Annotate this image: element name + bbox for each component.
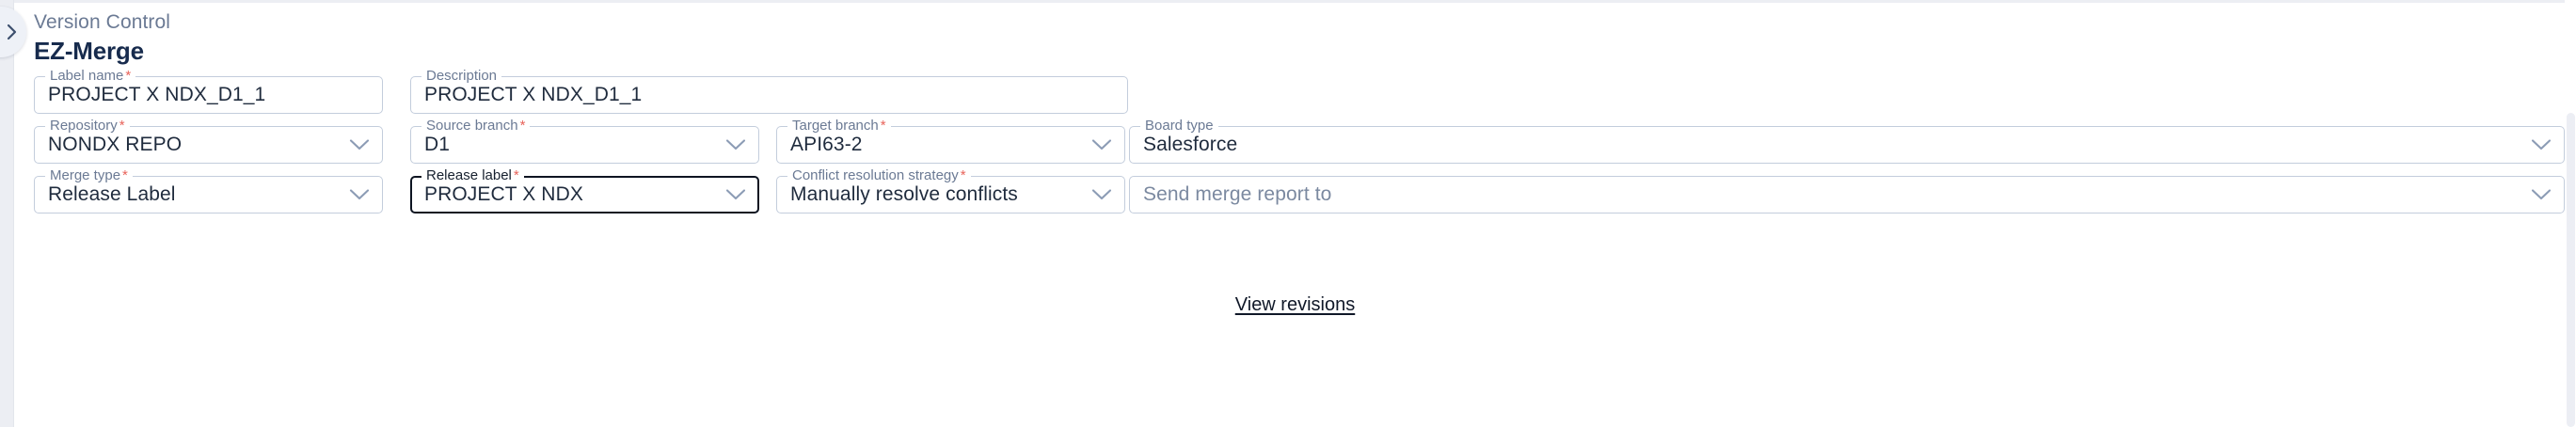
field-label: Target branch* <box>787 118 891 134</box>
field-conflict-resolution-strategy[interactable]: Conflict resolution strategy* Manually r… <box>776 167 1125 214</box>
chevron-down-icon[interactable] <box>724 176 747 214</box>
field-value[interactable]: NONDX REPO <box>48 134 183 155</box>
field-value[interactable]: PROJECT X NDX <box>424 183 583 205</box>
field-source-branch[interactable]: Source branch* D1 <box>410 118 759 164</box>
footer-links: View revisions <box>14 294 2576 316</box>
field-description[interactable]: Description PROJECT X NDX_D1_1 <box>410 68 1128 114</box>
field-label-text: Conflict resolution strategy <box>792 167 959 183</box>
field-label-text: Description <box>426 68 498 84</box>
field-label-text: Merge type <box>50 167 121 183</box>
scrollbar-thumb[interactable] <box>2567 113 2575 427</box>
top-divider <box>0 0 2576 3</box>
chevron-down-icon[interactable] <box>1090 126 1113 164</box>
field-label-text: Source branch <box>426 118 518 134</box>
chevron-down-icon[interactable] <box>348 126 371 164</box>
form-row-3: Merge type* Release Label Release label*… <box>14 167 2576 226</box>
required-marker: * <box>125 68 132 84</box>
required-marker: * <box>119 118 125 134</box>
page-body: Version Control EZ-Merge Label name* PRO… <box>14 3 2576 427</box>
field-merge-type[interactable]: Merge type* Release Label <box>34 167 383 214</box>
field-label-text: Release label <box>426 167 512 183</box>
vertical-scrollbar[interactable] <box>2565 0 2576 427</box>
field-repository[interactable]: Repository* NONDX REPO <box>34 118 383 164</box>
required-marker: * <box>122 167 128 183</box>
field-target-branch[interactable]: Target branch* API63-2 <box>776 118 1125 164</box>
required-marker: * <box>960 167 966 183</box>
field-label-text: Target branch <box>792 118 879 134</box>
field-value[interactable]: Salesforce <box>1143 134 1238 155</box>
chevron-down-icon[interactable] <box>724 126 747 164</box>
field-label: Repository* <box>45 118 130 134</box>
chevron-down-icon[interactable] <box>348 176 371 214</box>
field-label: Conflict resolution strategy* <box>787 167 971 183</box>
chevron-right-icon <box>6 23 20 41</box>
chevron-down-icon[interactable] <box>1090 176 1113 214</box>
field-value[interactable]: PROJECT X NDX_D1_1 <box>424 84 643 105</box>
field-value[interactable]: PROJECT X NDX_D1_1 <box>48 84 266 105</box>
field-placeholder[interactable]: Send merge report to <box>1143 183 1332 205</box>
form-row-2: Repository* NONDX REPO Source branch* D1 <box>14 118 2576 176</box>
page-title: EZ-Merge <box>34 37 144 65</box>
required-marker: * <box>519 118 526 134</box>
field-label-name[interactable]: Label name* PROJECT X NDX_D1_1 <box>34 68 383 114</box>
field-value[interactable]: Manually resolve conflicts <box>790 183 1018 205</box>
field-label: Board type <box>1140 118 1218 134</box>
left-gutter <box>0 0 14 427</box>
field-label-text: Label name <box>50 68 124 84</box>
form-row-1: Label name* PROJECT X NDX_D1_1 Descripti… <box>14 68 2576 126</box>
breadcrumb: Version Control <box>34 11 171 33</box>
field-label: Label name* <box>45 68 136 84</box>
field-board-type[interactable]: Board type Salesforce <box>1129 118 2565 164</box>
ez-merge-form: Label name* PROJECT X NDX_D1_1 Descripti… <box>14 68 2576 315</box>
view-revisions-link[interactable]: View revisions <box>1234 294 1356 315</box>
field-value[interactable]: D1 <box>424 134 451 155</box>
chevron-down-icon[interactable] <box>2530 176 2552 214</box>
field-release-label[interactable]: Release label* PROJECT X NDX <box>410 167 759 214</box>
field-label: Release label* <box>421 167 524 183</box>
required-marker: * <box>513 167 519 183</box>
field-value[interactable]: Release Label <box>48 183 176 205</box>
field-label: Source branch* <box>421 118 531 134</box>
field-send-merge-report-to[interactable]: Send merge report to <box>1129 176 2565 214</box>
chevron-down-icon[interactable] <box>2530 126 2552 164</box>
field-label-text: Repository <box>50 118 118 134</box>
required-marker: * <box>880 118 886 134</box>
field-label: Merge type* <box>45 167 133 183</box>
field-label: Description <box>421 68 502 84</box>
field-label-text: Board type <box>1145 118 1214 134</box>
field-value[interactable]: API63-2 <box>790 134 863 155</box>
